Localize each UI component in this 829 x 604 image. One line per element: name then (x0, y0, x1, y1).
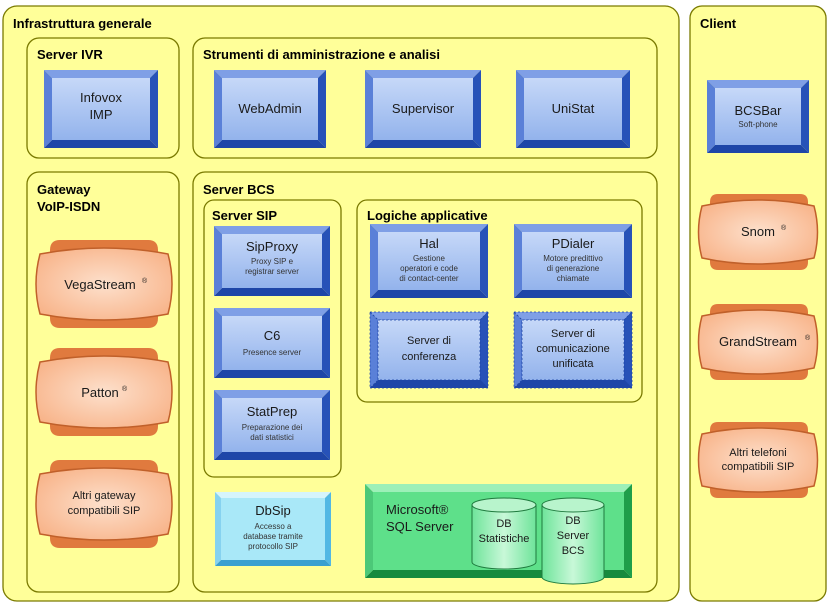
sqlserver-line1: Microsoft® (386, 502, 449, 517)
db-statistiche-cylinder: DB Statistiche (471, 497, 537, 570)
db-server-bcs-cylinder: DB Server BCS (541, 497, 605, 585)
vegastream-mark: ® (142, 277, 148, 285)
db-statistiche-line1: DB (496, 518, 511, 530)
app-logic-title: Logiche applicative (367, 208, 488, 223)
vegastream-label: VegaStream (64, 277, 136, 292)
altri-gateway-node: Altri gateway compatibili SIP (35, 460, 173, 548)
pdialer-label: PDialer (552, 236, 595, 251)
gateway-title-line2: VoIP-ISDN (37, 199, 100, 214)
bcsbar-node: BCSBar Soft-phone (707, 80, 809, 153)
snom-mark: ® (781, 224, 787, 232)
client-title: Client (700, 16, 737, 31)
db-server-bcs-line2: Server (557, 530, 590, 542)
webadmin-node: WebAdmin (214, 70, 326, 148)
server-conferenza-node: Server di conferenza (369, 311, 489, 389)
sipproxy-label: SipProxy (246, 239, 299, 254)
supervisor-node: Supervisor (365, 70, 481, 148)
unistat-label: UniStat (552, 101, 595, 116)
comunicazione-line1: Server di (551, 328, 595, 340)
altri-gateway-line2: compatibili SIP (68, 505, 141, 517)
patton-node: Patton ® (35, 348, 173, 436)
vegastream-node: VegaStream ® (35, 240, 173, 328)
hal-label: Hal (419, 236, 439, 251)
dbsip-sub3: protocollo SIP (248, 542, 298, 551)
statprep-sub1: Preparazione dei (242, 423, 303, 432)
server-bcs-title: Server BCS (203, 182, 275, 197)
conferenza-line1: Server di (407, 335, 451, 347)
dbsip-node: DbSip Accesso a database tramite protoco… (215, 492, 331, 566)
altri-telefoni-node: Altri telefoni compatibili SIP (697, 422, 819, 498)
statprep-sub2: dati statistici (250, 433, 294, 442)
hal-sub2: operatori e code (400, 264, 458, 273)
db-statistiche-line2: Statistiche (479, 533, 530, 545)
grandstream-node: GrandStream ® (697, 304, 819, 380)
dbsip-sub1: Accesso a (255, 522, 292, 531)
patton-mark: ® (122, 385, 128, 393)
altri-telefoni-line2: compatibili SIP (722, 461, 795, 473)
grandstream-label: GrandStream (719, 334, 797, 349)
snom-label: Snom (741, 224, 775, 239)
sqlserver-line2: SQL Server (386, 519, 454, 534)
c6-label: C6 (264, 328, 281, 343)
infrastructure-title: Infrastruttura generale (13, 16, 152, 31)
unistat-node: UniStat (516, 70, 630, 148)
dbsip-label: DbSip (255, 503, 290, 518)
pdialer-node: PDialer Motore predittivo di generazione… (514, 224, 632, 298)
server-comunicazione-node: Server di comunicazione unificata (513, 311, 633, 389)
hal-sub1: Gestione (413, 254, 446, 263)
snom-node: Snom ® (697, 194, 819, 270)
altri-gateway-line1: Altri gateway (73, 490, 136, 502)
comunicazione-line3: unificata (553, 358, 595, 370)
gateway-title-line1: Gateway (37, 182, 91, 197)
hal-node: Hal Gestione operatori e code di contact… (370, 224, 488, 298)
grandstream-mark: ® (805, 334, 811, 342)
comunicazione-line2: comunicazione (536, 343, 609, 355)
bcsbar-sub: Soft-phone (738, 120, 778, 129)
bcsbar-label: BCSBar (735, 103, 783, 118)
db-server-bcs-line3: BCS (562, 545, 585, 557)
statprep-node: StatPrep Preparazione dei dati statistic… (214, 390, 330, 460)
webadmin-label: WebAdmin (238, 101, 301, 116)
altri-telefoni-line1: Altri telefoni (729, 447, 786, 459)
pdialer-sub2: di generazione (547, 264, 600, 273)
admin-tools-title: Strumenti di amministrazione e analisi (203, 47, 440, 62)
statprep-label: StatPrep (247, 404, 298, 419)
c6-sub: Presence server (243, 348, 302, 357)
dbsip-sub2: database tramite (243, 532, 303, 541)
c6-node: C6 Presence server (214, 308, 330, 378)
infovox-line2: IMP (89, 107, 112, 122)
server-sip-title: Server SIP (212, 208, 277, 223)
db-server-bcs-line1: DB (565, 515, 580, 527)
sipproxy-sub2: registrar server (245, 267, 299, 276)
infovox-node: Infovox IMP (44, 70, 158, 148)
infovox-line1: Infovox (80, 90, 122, 105)
sipproxy-node: SipProxy Proxy SIP e registrar server (214, 226, 330, 296)
patton-label: Patton (81, 385, 119, 400)
conferenza-line2: conferenza (402, 351, 457, 363)
pdialer-sub1: Motore predittivo (543, 254, 603, 263)
server-ivr-title: Server IVR (37, 47, 103, 62)
hal-sub3: di contact-center (399, 274, 458, 283)
supervisor-label: Supervisor (392, 101, 455, 116)
pdialer-sub3: chiamate (557, 274, 590, 283)
sipproxy-sub1: Proxy SIP e (251, 257, 294, 266)
